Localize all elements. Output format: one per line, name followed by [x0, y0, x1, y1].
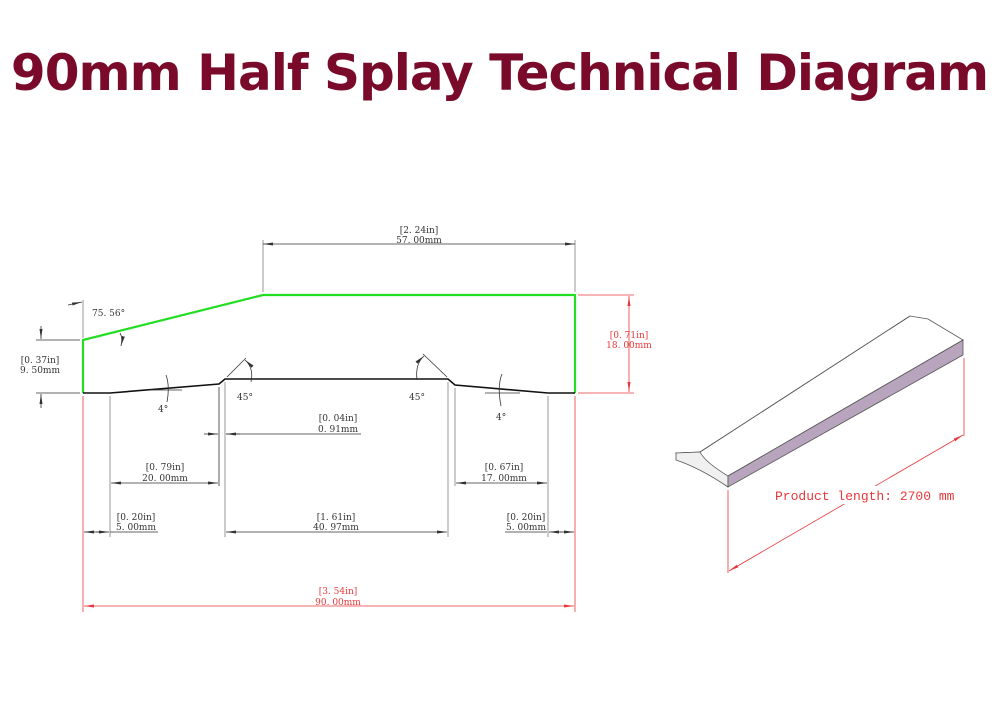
svg-text:5. 00mm: 5. 00mm	[506, 523, 546, 533]
profile-outline	[81, 293, 577, 393]
svg-text:[0. 37in]: [0. 37in]	[21, 356, 60, 366]
svg-text:9. 50mm: 9. 50mm	[20, 366, 60, 376]
svg-text:[0. 20in]: [0. 20in]	[507, 513, 546, 523]
svg-text:[0. 79in]: [0. 79in]	[146, 463, 185, 473]
svg-text:17. 00mm: 17. 00mm	[481, 474, 527, 484]
dim-total-height: [0. 71in] 18. 00mm	[578, 294, 652, 394]
svg-text:45°: 45°	[409, 393, 425, 403]
dim-right-groove-width: [0. 67in] 17. 00mm	[456, 463, 547, 485]
dim-left-groove-width: [0. 79in] 20. 00mm	[111, 463, 218, 485]
profile-bottom	[83, 378, 575, 394]
angle-right-groove: 4°	[485, 373, 520, 423]
svg-text:20. 00mm: 20. 00mm	[142, 474, 188, 484]
svg-text:[0. 67in]: [0. 67in]	[485, 463, 524, 473]
angle-top-slope: 75. 56°	[67, 300, 125, 347]
svg-text:[1. 61in]: [1. 61in]	[317, 513, 356, 523]
svg-text:[0. 04in]: [0. 04in]	[319, 414, 358, 424]
svg-text:18. 00mm: 18. 00mm	[606, 341, 652, 351]
svg-text:0. 91mm: 0. 91mm	[318, 425, 358, 435]
angle-left-chamfer: 45°	[226, 357, 254, 403]
profile-view: [2. 24in] 57. 00mm 75. 56° [0. 37in] 9. …	[20, 226, 652, 612]
dim-top-flat: [2. 24in] 57. 00mm	[262, 226, 576, 292]
svg-text:[0. 20in]: [0. 20in]	[117, 513, 156, 523]
dim-right-edge-flat: [0. 20in] 5. 00mm	[505, 513, 574, 534]
svg-text:4°: 4°	[158, 405, 168, 415]
svg-text:5. 00mm: 5. 00mm	[116, 523, 156, 533]
angle-left-groove: 4°	[150, 374, 182, 415]
svg-text:40. 97mm: 40. 97mm	[313, 523, 359, 533]
svg-text:75. 56°: 75. 56°	[92, 309, 125, 319]
dim-left-edge-flat: [0. 20in] 5. 00mm	[84, 513, 158, 534]
svg-text:90. 00mm: 90. 00mm	[315, 598, 361, 608]
dim-center-flat: [1. 61in] 40. 97mm	[226, 513, 447, 534]
isometric-view: Product length: 2700 mm	[674, 315, 965, 573]
page-title: 90mm Half Splay Technical Diagram	[10, 44, 989, 102]
svg-text:[2. 24in]: [2. 24in]	[400, 226, 439, 236]
svg-text:45°: 45°	[237, 393, 253, 403]
product-length-label: Product length: 2700 mm	[775, 489, 955, 504]
angle-right-chamfer: 45°	[409, 353, 448, 403]
svg-text:[3. 54in]: [3. 54in]	[319, 587, 358, 597]
dim-left-height: [0. 37in] 9. 50mm	[20, 326, 80, 408]
svg-text:[0. 71in]: [0. 71in]	[610, 331, 649, 341]
dim-chamfer-offset: [0. 04in] 0. 91mm	[204, 414, 361, 436]
dim-total-width: [3. 54in] 90. 00mm	[84, 587, 574, 608]
svg-text:57. 00mm: 57. 00mm	[396, 236, 442, 246]
svg-text:4°: 4°	[496, 413, 506, 423]
extension-lines	[82, 382, 576, 612]
